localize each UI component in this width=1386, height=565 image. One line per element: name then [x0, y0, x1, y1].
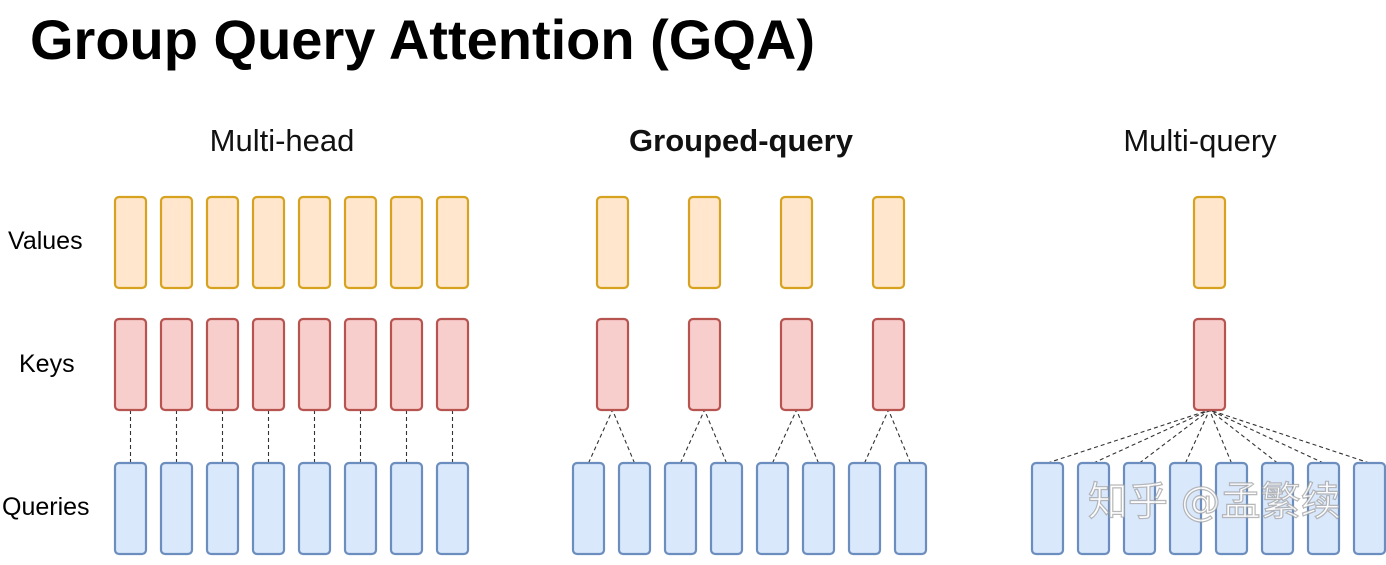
section-titles: Multi-head Grouped-query Multi-query	[210, 123, 1278, 158]
connector-lines	[129, 409, 1370, 464]
query-head-box	[1030, 461, 1065, 556]
query-head-box	[571, 461, 606, 556]
key-head-box	[251, 317, 286, 412]
key-head-box	[435, 317, 470, 412]
value-head-box	[595, 195, 630, 290]
query-head-box	[755, 461, 790, 556]
key-head-box	[779, 317, 814, 412]
query-head-box	[343, 461, 378, 556]
key-head-box	[205, 317, 240, 412]
value-head-box	[779, 195, 814, 290]
query-head-box	[847, 461, 882, 556]
value-head-box	[297, 195, 332, 290]
key-head-box	[389, 317, 424, 412]
query-key-connector	[1209, 409, 1278, 464]
query-key-connector	[1047, 409, 1210, 464]
key-head-box	[343, 317, 378, 412]
query-head-box	[617, 461, 652, 556]
key-head-box	[871, 317, 906, 412]
query-key-connector	[1208, 409, 1233, 464]
query-key-connector	[795, 409, 820, 464]
query-head-box	[205, 461, 240, 556]
query-key-connector	[1139, 409, 1210, 464]
query-head-box	[113, 461, 148, 556]
query-head-box	[709, 461, 744, 556]
query-key-connector	[1209, 409, 1324, 464]
query-key-connector	[679, 409, 706, 464]
query-key-connector	[1093, 409, 1210, 464]
values-row-label: Values	[8, 227, 83, 255]
query-key-connector	[863, 409, 890, 464]
value-head-box	[205, 195, 240, 290]
value-head-box	[871, 195, 906, 290]
value-head-box	[389, 195, 424, 290]
section-title-multi-query: Multi-query	[1123, 123, 1277, 158]
query-head-box	[251, 461, 286, 556]
key-head-box	[113, 317, 148, 412]
query-head-box	[1260, 461, 1295, 556]
value-head-box	[251, 195, 286, 290]
queries-row-label: Queries	[2, 493, 90, 521]
query-head-box	[893, 461, 928, 556]
watermark-text: 知乎 @孟繁续	[1088, 479, 1341, 525]
value-head-box	[159, 195, 194, 290]
section-title-grouped-query: Grouped-query	[629, 123, 854, 158]
value-head-box	[435, 195, 470, 290]
query-head-box	[801, 461, 836, 556]
query-head-box	[1306, 461, 1341, 556]
value-head-box	[113, 195, 148, 290]
query-head-box	[297, 461, 332, 556]
value-head-box	[343, 195, 378, 290]
row-labels: Values Keys Queries	[2, 227, 90, 521]
key-head-box	[1192, 317, 1227, 412]
query-head-box	[389, 461, 424, 556]
section-title-multi-head: Multi-head	[210, 123, 355, 158]
page-title: Group Query Attention (GQA)	[30, 8, 815, 71]
query-head-box	[1168, 461, 1203, 556]
query-head-box	[1352, 461, 1386, 556]
query-key-connector	[771, 409, 798, 464]
query-head-box	[1122, 461, 1157, 556]
query-head-box	[435, 461, 470, 556]
query-head-box	[1076, 461, 1111, 556]
head-boxes	[113, 195, 1386, 556]
key-head-box	[159, 317, 194, 412]
key-head-box	[687, 317, 722, 412]
query-head-box	[159, 461, 194, 556]
query-head-box	[663, 461, 698, 556]
value-head-box	[1192, 195, 1227, 290]
query-key-connector	[887, 409, 912, 464]
query-head-box	[1214, 461, 1249, 556]
query-key-connector	[1184, 409, 1211, 464]
query-key-connector	[1209, 409, 1370, 464]
watermark-layer: 知乎 @孟繁续	[1087, 478, 1341, 525]
key-head-box	[297, 317, 332, 412]
value-head-box	[687, 195, 722, 290]
key-head-box	[595, 317, 630, 412]
query-key-connector	[587, 409, 614, 464]
query-key-connector	[611, 409, 636, 464]
keys-row-label: Keys	[19, 350, 75, 378]
query-key-connector	[703, 409, 728, 464]
